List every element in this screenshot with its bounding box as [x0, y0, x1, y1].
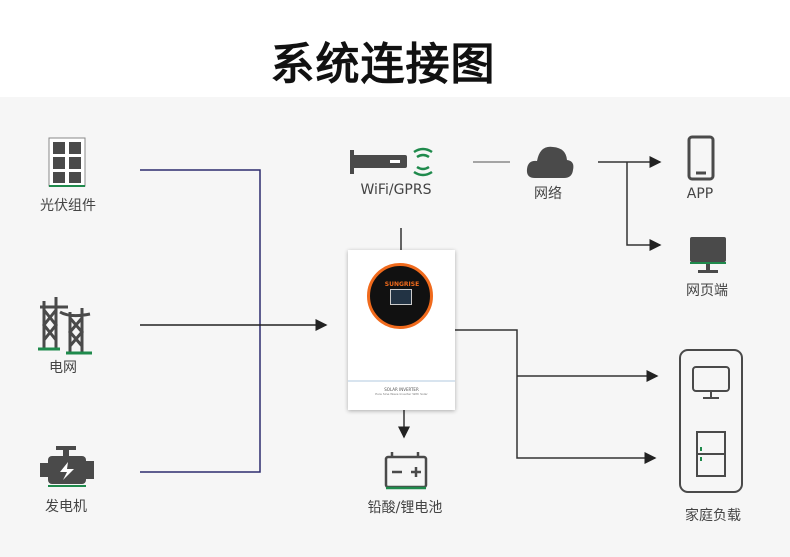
wifi-module-icon — [350, 147, 433, 177]
load-line-2 — [455, 329, 657, 464]
network-label: 网络 — [534, 186, 562, 202]
solar-panel-icon — [48, 137, 86, 187]
phone-icon — [687, 135, 715, 181]
inverter-device: SUNGRISE SOLAR INVERTER Pure Sine Wave I… — [348, 250, 455, 410]
inverter-label: SOLAR INVERTER — [384, 387, 419, 392]
generator-label: 发电机 — [45, 499, 87, 515]
page-title: 系统连接图 — [270, 39, 496, 90]
web-label: 网页端 — [686, 283, 728, 299]
app-label: APP — [686, 186, 714, 202]
battery-icon — [384, 452, 428, 490]
home-load-icon — [679, 349, 743, 493]
power-tower-icon — [38, 297, 92, 355]
wifi-label: WiFi/GPRS — [360, 182, 432, 198]
inverter-brand: SUNGRISE — [384, 281, 420, 288]
cloud-icon — [526, 146, 574, 178]
inverter-sublabel: Pure Sine Wave Inverter With Solar — [375, 392, 428, 396]
inverter-display: SUNGRISE — [367, 263, 433, 329]
battery-label: 铅酸/锂电池 — [367, 500, 443, 516]
lcd-screen — [390, 289, 412, 305]
pv-label: 光伏组件 — [40, 198, 96, 214]
input-lines — [140, 169, 328, 473]
monitor-icon — [690, 237, 726, 273]
generator-engine-icon — [40, 446, 94, 487]
grid-label: 电网 — [49, 360, 77, 376]
home-load-label: 家庭负载 — [685, 508, 741, 524]
